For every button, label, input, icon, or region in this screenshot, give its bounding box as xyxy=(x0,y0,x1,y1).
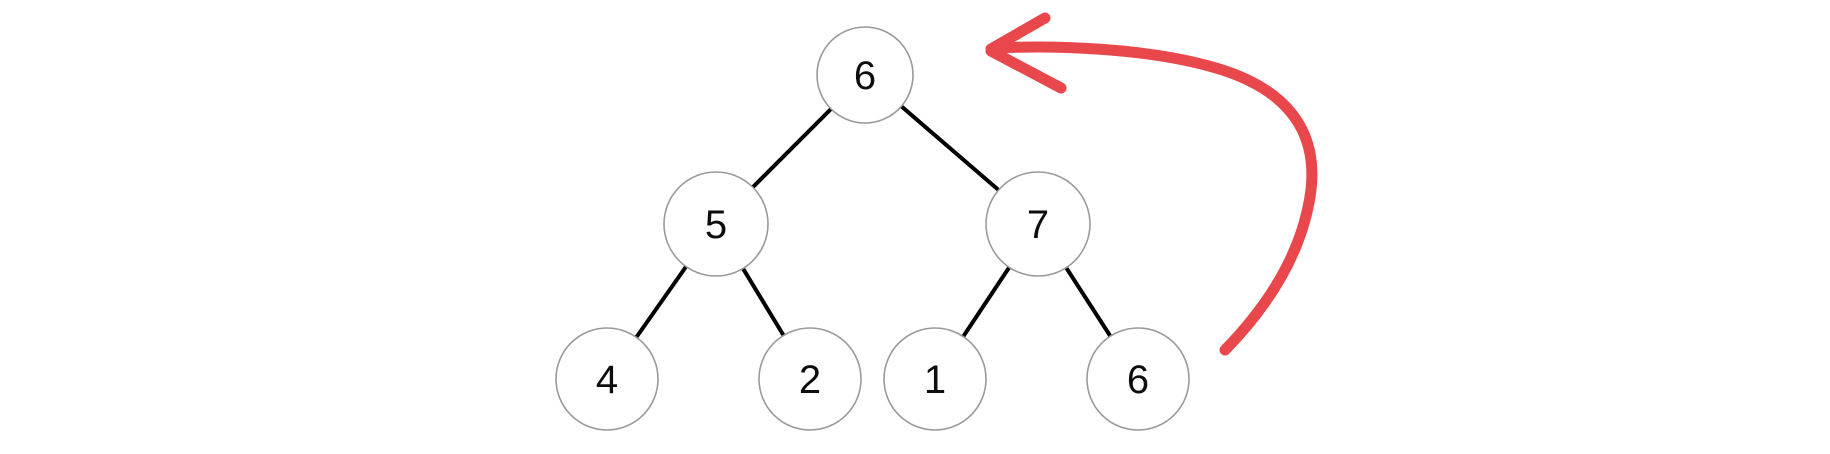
node-label: 4 xyxy=(596,358,618,402)
node-circle xyxy=(555,327,659,431)
node-circle xyxy=(663,171,769,277)
node-circle xyxy=(1086,327,1190,431)
tree-node-root[interactable]: 6 xyxy=(816,26,914,124)
node-label: 2 xyxy=(799,358,821,402)
node-circle xyxy=(816,26,914,124)
tree-node-left-left[interactable]: 4 xyxy=(555,327,659,431)
annotation-arrow xyxy=(985,12,1318,356)
node-circle xyxy=(985,171,1091,277)
tree-node-right[interactable]: 7 xyxy=(985,171,1091,277)
node-circle xyxy=(883,327,987,431)
node-label: 6 xyxy=(1127,358,1149,402)
tree-node-left-right[interactable]: 2 xyxy=(758,327,862,431)
node-label: 7 xyxy=(1027,203,1049,247)
arrow-shaft xyxy=(989,41,1318,356)
tree-node-right-left[interactable]: 1 xyxy=(883,327,987,431)
node-label: 6 xyxy=(854,54,876,98)
node-label: 5 xyxy=(705,203,727,247)
tree-node-right-right[interactable]: 6 xyxy=(1086,327,1190,431)
arrowhead-upper-barb xyxy=(985,12,1051,55)
tree-node-left[interactable]: 5 xyxy=(663,171,769,277)
node-circle xyxy=(758,327,862,431)
arrowhead-lower-barb xyxy=(985,45,1067,94)
tree-node-group: 6 5 7 4 2 1 xyxy=(555,26,1190,431)
node-label: 1 xyxy=(924,358,946,402)
